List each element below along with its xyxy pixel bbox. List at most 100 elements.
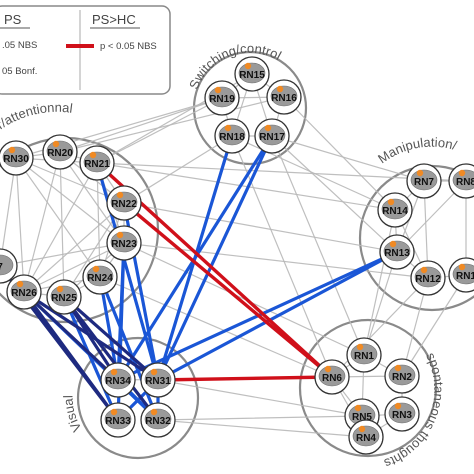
node-label: RN34 [105, 376, 131, 387]
edge-gray-rn23-rn12 [123, 242, 429, 279]
node-rn8: RN8 [448, 163, 474, 199]
node-rn33: RN33 [100, 402, 136, 438]
activation-spot-icon [264, 124, 272, 132]
activation-spot-icon [416, 169, 424, 177]
legend-col1-row2: 05 Bonf. [2, 66, 37, 77]
cluster-label-attention: or/attentionnal [0, 100, 74, 137]
node-label: RN3 [392, 410, 412, 421]
node-label: 7 [0, 262, 3, 273]
edge-darkblue-rn25-rn32 [62, 295, 160, 422]
node-rn24: RN24 [82, 259, 118, 295]
node-rn32: RN32 [140, 402, 176, 438]
node-rn19: RN19 [204, 80, 240, 116]
edge-gray-rn21-rn24 [96, 162, 101, 278]
edge-gray-rn27-rn23 [0, 242, 125, 267]
edge-gray-rn17-rn1 [271, 135, 365, 356]
node-label: RN32 [145, 416, 171, 427]
activation-spot-icon [387, 198, 395, 206]
edge-blue-rn25-rn33 [62, 295, 120, 422]
activation-spot-icon [110, 368, 118, 376]
node-rn1: RN1 [346, 337, 382, 373]
activation-spot-icon [394, 402, 402, 410]
node-label: RN30 [3, 154, 29, 165]
edge-gray-rn27-rn30 [0, 157, 17, 267]
edge-gray-rn20-rn19 [59, 97, 223, 153]
edge-gray-rn22-rn13 [123, 202, 398, 253]
node-label: RN4 [356, 433, 376, 444]
edge-gray-rn17-rn13 [271, 135, 398, 253]
edge-blue-rn17-rn31 [156, 134, 274, 382]
node-rn14: RN14 [377, 192, 413, 228]
edge-gray-rn32-rn5 [157, 415, 363, 421]
brain-icon [318, 365, 346, 387]
edge-gray-rn20-rn23 [59, 151, 125, 244]
brain-icon [110, 231, 138, 253]
edge-gray-rn22-rn26 [23, 202, 125, 293]
node-rn26: RN26 [6, 274, 42, 310]
node-rn17: RN17 [254, 118, 290, 154]
node-label: RN33 [105, 416, 131, 427]
activation-spot-icon [354, 404, 362, 412]
node-rn25: RN25 [46, 279, 82, 315]
edge-gray-rn23-rn26 [23, 242, 125, 293]
node-rn3: RN3 [384, 396, 420, 432]
edge-blue-rn13-rn31 [156, 250, 399, 382]
edge-gray-rn18-rn6 [231, 135, 333, 378]
brain-icon [86, 265, 114, 287]
activation-spot-icon [150, 368, 158, 376]
edge-gray-rn31-rn5 [157, 379, 363, 417]
edge-gray-rn22-rn18 [123, 135, 233, 204]
node-label: RN16 [271, 93, 297, 104]
activation-spot-icon [150, 408, 158, 416]
activation-spot-icon [16, 280, 24, 288]
node-rn15: RN15 [234, 56, 270, 92]
activation-spot-icon [458, 169, 466, 177]
edge-red-rn31-rn6 [156, 375, 334, 382]
node-rn23: RN23 [106, 225, 142, 261]
brain-icon [381, 198, 409, 220]
activation-spot-icon [116, 231, 124, 239]
edge-gray-rn30-rn24 [15, 157, 101, 278]
brain-icon [452, 169, 474, 191]
node-rn2: RN2 [384, 358, 420, 394]
node-rn4: RN4 [348, 419, 384, 455]
edge-gray-rn32-rn4 [157, 419, 367, 438]
brain-icon [50, 285, 78, 307]
node-label: RN19 [209, 94, 235, 105]
activation-spot-icon [356, 343, 364, 351]
edge-gray-rn30-rn23 [15, 157, 125, 244]
node-rn13: RN13 [379, 234, 415, 270]
edge-gray-rn21-rn19 [96, 97, 223, 164]
edge-gray-rn16-rn14 [283, 96, 396, 211]
node-rn20: RN20 [42, 134, 78, 170]
node-label: RN2 [392, 372, 412, 383]
brain-icon [238, 62, 266, 84]
edge-darkblue-rn26-rn31 [22, 290, 160, 382]
activation-spot-icon [89, 151, 97, 159]
node-rn30: RN30 [0, 140, 34, 176]
node-rn22: RN22 [106, 185, 142, 221]
activation-spot-icon [214, 86, 222, 94]
node-label: RN21 [84, 159, 110, 170]
brain-icon [383, 240, 411, 262]
cluster-label-manipulation: Manipulation/ [375, 135, 459, 167]
edge-gray-rn24-rn6 [99, 276, 333, 378]
node-rn34: RN34 [100, 362, 136, 398]
activation-spot-icon [224, 124, 232, 132]
node-rn6: RN6 [314, 359, 350, 395]
brain-icon [144, 368, 172, 390]
activation-spot-icon [358, 425, 366, 433]
node-label: RN17 [259, 132, 285, 143]
node-label: RN1 [354, 351, 374, 362]
edge-darkblue-rn25-rn31 [62, 295, 160, 382]
node-label: RN7 [414, 177, 434, 188]
activation-spot-icon [420, 266, 428, 274]
node-label: RN13 [384, 248, 410, 259]
brain-icon [0, 254, 14, 276]
activation-spot-icon [8, 146, 16, 154]
edge-gray-rn20-rn26 [23, 151, 61, 293]
node-label: RN24 [87, 273, 113, 284]
legend: PS PS>HC .05 NBS 05 Bonf. p < 0.05 NBS [0, 5, 171, 95]
legend-col1-header: PS [4, 12, 22, 27]
cluster-visual [76, 336, 200, 460]
